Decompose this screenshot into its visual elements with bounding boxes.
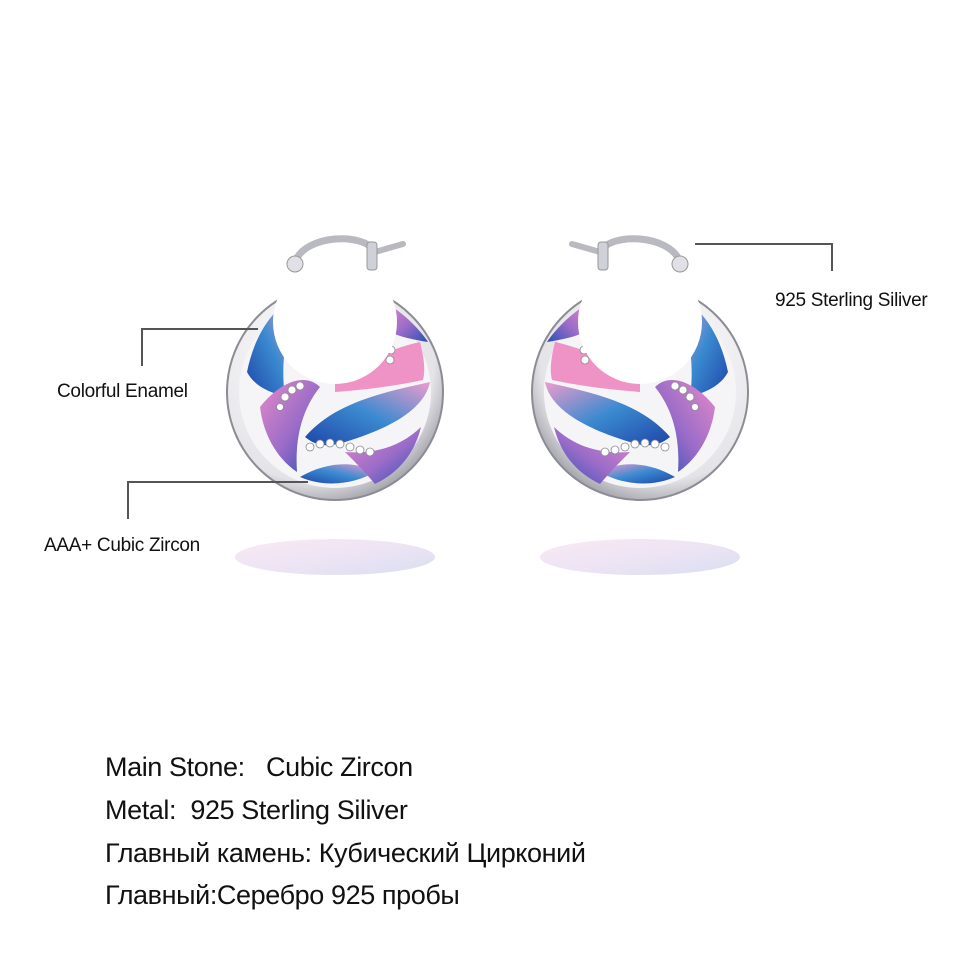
silver-callout-line-v [831, 243, 833, 271]
enamel-callout-line-h [142, 328, 258, 330]
spec-metal-ru: Главный:Серебро 925 пробы [105, 880, 460, 910]
enamel-callout-line-v [141, 328, 143, 366]
left-earring-reflection [235, 539, 435, 575]
silver-callout-line-h [695, 243, 832, 245]
spec-metal: Metal: 925 Sterling Siliver [105, 795, 408, 825]
right-earring-image [530, 222, 750, 542]
right-earring-reflection [540, 539, 740, 575]
left-earring-image [225, 222, 445, 542]
enamel-callout-label: Colorful Enamel [57, 381, 188, 402]
spec-main-stone: Main Stone: Cubic Zircon [105, 752, 413, 782]
silver-callout-label: 925 Sterling Siliver [775, 290, 928, 311]
spec-main-stone-ru: Главный камень: Кубический Цирконий [105, 838, 586, 868]
zircon-callout-line-v [127, 481, 129, 519]
zircon-callout-line-h [128, 481, 308, 483]
zircon-callout-label: AAA+ Cubic Zircon [44, 535, 200, 556]
